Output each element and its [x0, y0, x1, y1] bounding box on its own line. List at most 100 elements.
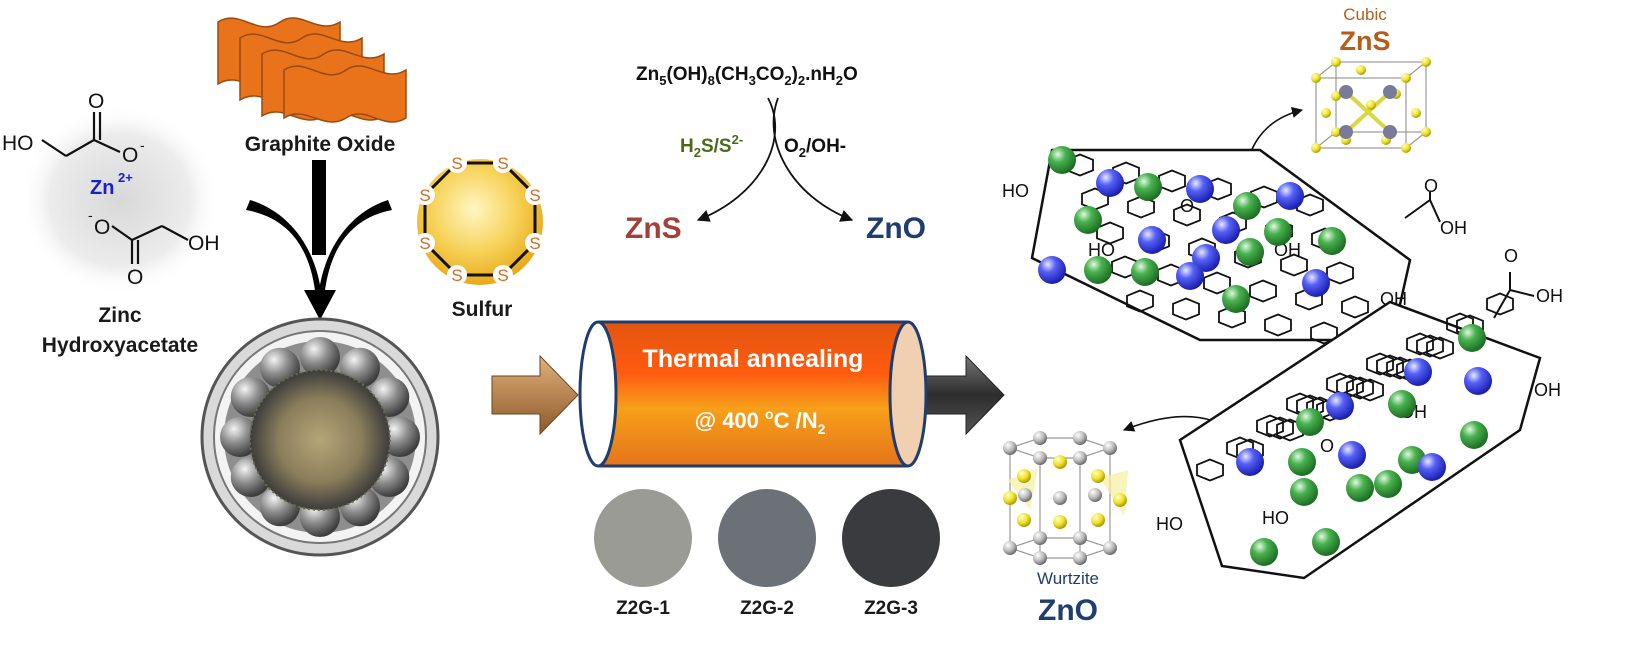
milling-ball	[380, 417, 420, 457]
zn-blue-particle	[1138, 226, 1166, 254]
cubic-name: ZnS	[1340, 26, 1391, 56]
o-atom-wurtzite	[1073, 431, 1087, 445]
zn-green-particle	[1388, 390, 1416, 418]
zn-blue-particle	[1276, 182, 1304, 210]
s-atom-cubic	[1366, 100, 1376, 110]
s-atom-cubic	[1421, 127, 1431, 137]
milling-ball	[220, 417, 260, 457]
zn-green-particle	[1312, 528, 1340, 556]
zn-blue-particle	[1186, 175, 1214, 203]
s-atom-bg	[493, 153, 513, 173]
o-lower: O	[127, 266, 143, 289]
s-atom-label: S	[451, 154, 462, 173]
hex-ring	[1341, 295, 1369, 319]
zn-blue-particle	[1404, 358, 1432, 386]
ho-lower-sheet-2: HO	[1262, 508, 1289, 528]
o-atom-wurtzite	[1053, 491, 1067, 505]
graphite-oxide-sheets	[217, 17, 407, 123]
hex-ring	[1346, 376, 1374, 400]
zn-green-particle	[1264, 218, 1292, 246]
precursor-formula: Zn5(OH)8(CH3CO2)2.nH2O	[636, 64, 858, 88]
hex-ring	[1266, 416, 1294, 440]
reagent-o2: O2/OH-	[784, 136, 846, 160]
zn-green-particle	[1296, 408, 1324, 436]
zn-blue-particle	[1176, 262, 1204, 290]
o-atom-wurtzite	[1073, 451, 1087, 465]
hex-ring	[1126, 289, 1154, 313]
sulfur-label: Sulfur	[452, 298, 513, 321]
hex-ring	[1406, 332, 1434, 356]
s-atom-cubic	[1331, 127, 1341, 137]
zn-ion: Zn	[90, 177, 114, 199]
hex-ring	[1256, 414, 1284, 438]
s-atom-bg	[525, 233, 545, 253]
zn-atom-wurtzite	[1053, 455, 1067, 469]
ho-upper-sheet-1: HO	[1002, 181, 1029, 201]
merge-arrow	[246, 160, 392, 338]
oh-lower-sheet-2: OH	[1534, 380, 1561, 400]
s-atom-bg	[447, 265, 467, 285]
o-upper: O	[88, 90, 104, 113]
hex-ring	[1426, 336, 1454, 360]
zn-green-particle	[1233, 192, 1261, 220]
zn-atom-wurtzite	[1017, 469, 1031, 483]
arrow-to-zno	[772, 97, 854, 222]
o-atom-wurtzite	[1018, 488, 1032, 502]
s-atom-bg	[415, 233, 435, 253]
s-atom-label: S	[419, 186, 430, 205]
zn-blue-particle	[1236, 448, 1264, 476]
zn-atom-cubic	[1339, 125, 1353, 139]
s-atom-cubic	[1401, 73, 1411, 83]
hex-ring	[1486, 292, 1514, 316]
s-atom-bg	[525, 185, 545, 205]
o-atom-wurtzite	[1033, 431, 1047, 445]
zn-charge: 2+	[118, 170, 133, 185]
zn-blue-particle	[1302, 269, 1330, 297]
zn-green-particle	[1074, 206, 1102, 234]
o-lower-acid: O	[1504, 246, 1518, 266]
s-atom-cubic	[1401, 143, 1411, 153]
zn-green-particle	[1236, 238, 1264, 266]
oh-upper-acid: OH	[1440, 218, 1467, 238]
zinc-label-line2: Hydroxyacetate	[42, 334, 198, 357]
graphite-oxide-label: Graphite Oxide	[245, 133, 396, 156]
s-atom-cubic	[1411, 108, 1421, 118]
minus-lower: -	[88, 207, 93, 223]
sample-label-z2g-2: Z2G-2	[740, 598, 794, 619]
o-upper-acid: O	[1424, 176, 1438, 196]
zinc-glow	[20, 105, 220, 295]
zn-atom-wurtzite	[1003, 491, 1017, 505]
zn-green-particle	[1131, 258, 1159, 286]
o-atom-wurtzite	[1033, 551, 1047, 565]
hex-ring	[1249, 279, 1277, 303]
zn-blue-particle	[1418, 453, 1446, 481]
zn-green-particle	[1460, 421, 1488, 449]
o-minus-lower: O	[94, 216, 110, 239]
rgo-sheet-lower: HO HO OH OH OH O O	[1156, 246, 1563, 580]
zn-atom-cubic	[1383, 85, 1397, 99]
o-atom-wurtzite	[1073, 551, 1087, 565]
s-atom-label: S	[529, 234, 540, 253]
zn-green-particle	[1346, 474, 1374, 502]
hex-ring	[1127, 195, 1155, 219]
cubic-zns-crystal: Cubic ZnS	[1311, 5, 1431, 153]
zn-green-particle	[1458, 324, 1486, 352]
zn-atom-wurtzite	[1091, 513, 1105, 527]
o-lower-epoxy: O	[1320, 436, 1334, 456]
s-atom-bg	[447, 153, 467, 173]
sample-disc-z2g-3	[842, 489, 940, 587]
hex-ring	[1218, 305, 1246, 329]
hex-ring	[1196, 458, 1224, 482]
hex-ring	[1173, 203, 1201, 227]
zn-atom-cubic	[1339, 85, 1353, 99]
arrow-out-of-furnace	[917, 354, 1005, 436]
sample-disc-z2g-1	[594, 489, 692, 587]
ho-lower-sheet-1: HO	[1156, 514, 1183, 534]
zn-blue-particle	[1096, 169, 1124, 197]
zn-green-particle	[1288, 448, 1316, 476]
zinc-label-line1: Zinc	[98, 304, 141, 327]
sulfur-powder	[417, 159, 543, 285]
zn-green-particle	[1048, 146, 1076, 174]
s-atom-cubic	[1356, 65, 1366, 75]
